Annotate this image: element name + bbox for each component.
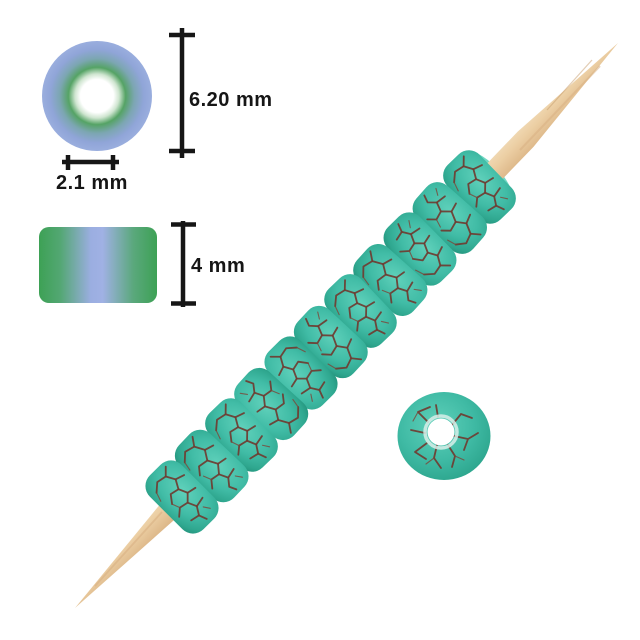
- bead-strand: [138, 143, 523, 541]
- hole-diameter-dimension: 2.1 mm: [56, 155, 128, 194]
- hole-rim: [423, 414, 459, 450]
- wood-grain-line: [519, 65, 601, 151]
- bead-front-view-diagram: [42, 41, 152, 151]
- loose-bead: [397, 392, 491, 480]
- wood-grain-line: [94, 511, 163, 587]
- wood-grain-line: [546, 59, 593, 111]
- outer-diameter-dimension: 6.20 mm: [169, 28, 273, 158]
- bead-hole: [427, 418, 455, 446]
- bead-height-label: 4 mm: [191, 255, 245, 277]
- bead-side-view-diagram: [39, 227, 157, 303]
- outer-diameter-label: 6.20 mm: [189, 89, 273, 111]
- hole-diameter-label: 2.1 mm: [56, 172, 128, 194]
- bead-height-dimension: 4 mm: [171, 221, 245, 307]
